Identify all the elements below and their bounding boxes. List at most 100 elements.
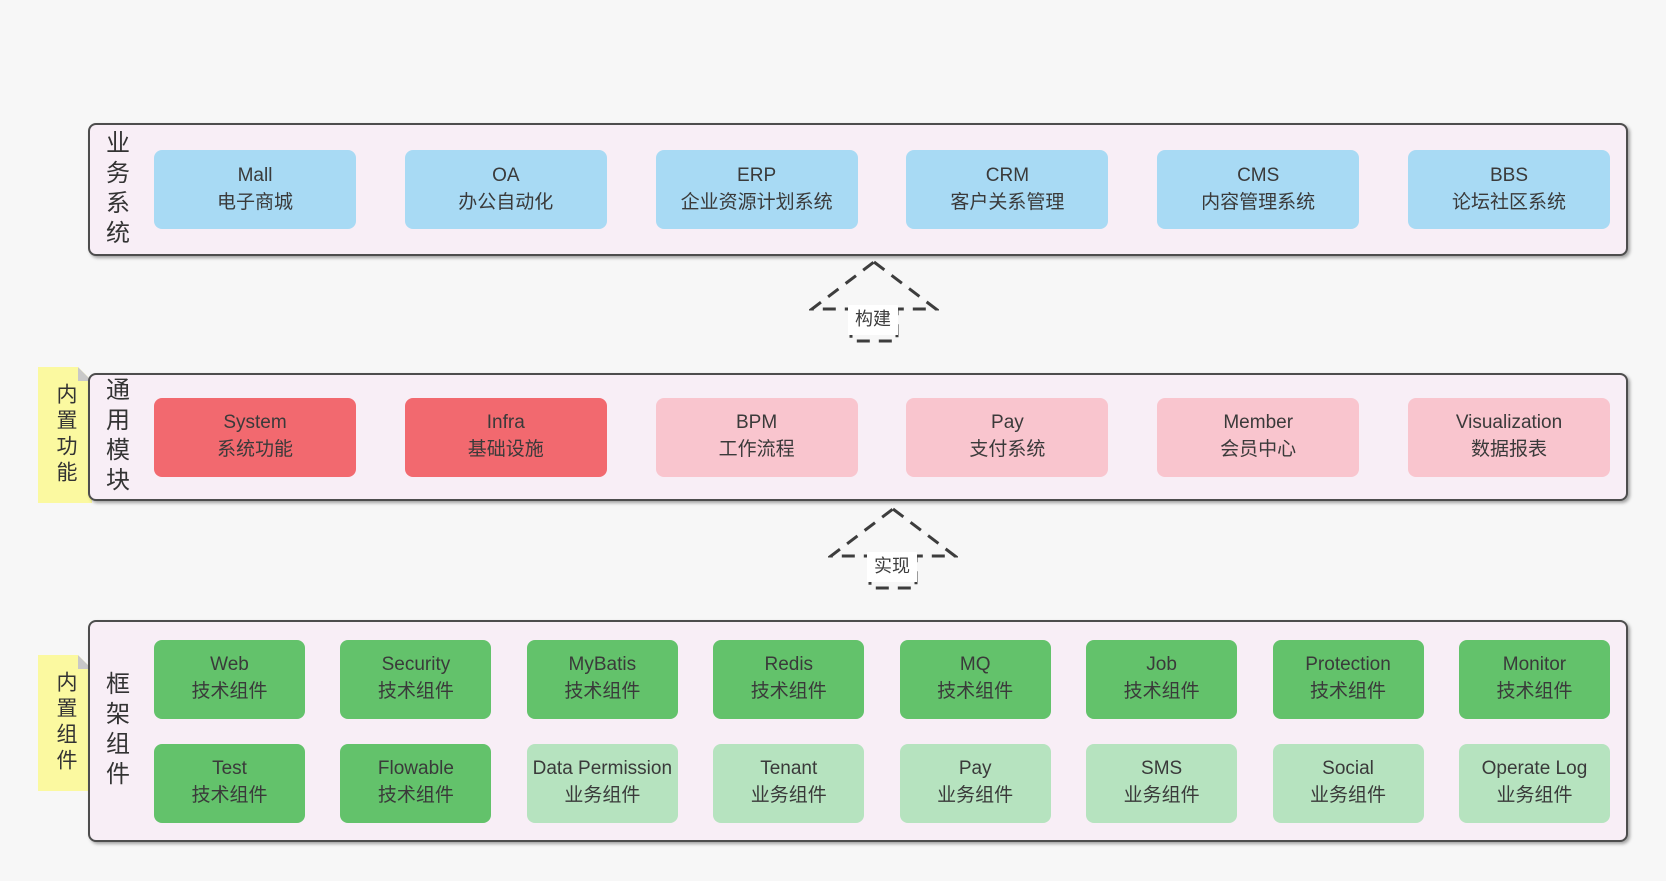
box-subtitle: 技术组件 xyxy=(564,681,641,702)
box-bpm: BPM 工作流程 xyxy=(655,397,858,477)
box-title: Infra xyxy=(486,412,525,434)
box-subtitle: 业务组件 xyxy=(1310,785,1387,806)
box-subtitle: 业务组件 xyxy=(564,785,641,806)
box-operate-log: Operate Log 业务组件 xyxy=(1458,743,1610,823)
box-subtitle: 技术组件 xyxy=(750,681,827,702)
box-title: BPM xyxy=(736,412,778,434)
panel-business-systems: 业务系统 Mall 电子商城 OA 办公自动化 ERP 企业资源计划系统 CRM 客户关系管理… xyxy=(88,123,1628,256)
panel-label-business-systems: 业务系统 xyxy=(101,129,129,250)
box-title: Data Permission xyxy=(532,758,673,780)
box-subtitle: 技术组件 xyxy=(191,681,268,702)
box-title: Job xyxy=(1146,654,1177,676)
box-web: Web 技术组件 xyxy=(154,639,305,719)
box-title: Member xyxy=(1223,412,1294,434)
box-infra: Infra 基础设施 xyxy=(404,397,607,477)
box-member: Member 会员中心 xyxy=(1157,397,1360,477)
box-protection: Protection 技术组件 xyxy=(1272,639,1424,719)
modules-box-row: System 系统功能 Infra 基础设施 BPM 工作流程 Pay 支付系统 Member 会… xyxy=(154,397,1610,477)
box-subtitle: 数据报表 xyxy=(1470,439,1547,460)
box-subtitle: 业务组件 xyxy=(937,785,1014,806)
box-title: Security xyxy=(381,654,451,676)
box-title: Mall xyxy=(237,164,273,186)
box-title: Visualization xyxy=(1455,412,1563,434)
box-title: Redis xyxy=(764,654,814,676)
box-subtitle: 支付系统 xyxy=(969,439,1046,460)
box-subtitle: 基础设施 xyxy=(467,439,544,460)
box-subtitle: 技术组件 xyxy=(1496,681,1573,702)
box-title: Protection xyxy=(1305,654,1391,676)
box-mall: Mall 电子商城 xyxy=(154,150,356,229)
box-cms: CMS 内容管理系统 xyxy=(1157,150,1360,229)
box-title: Flowable xyxy=(377,758,454,780)
arrow-label-build: 构建 xyxy=(848,305,898,335)
box-flowable: Flowable 技术组件 xyxy=(340,743,492,823)
business-boxes-area: Mall 电子商城 OA 办公自动化 ERP 企业资源计划系统 CRM 客户关系管理 CMS 内容… xyxy=(140,125,1626,254)
box-erp: ERP 企业资源计划系统 xyxy=(655,150,858,229)
box-subtitle: 技术组件 xyxy=(937,681,1014,702)
box-pay: Pay 支付系统 xyxy=(906,397,1109,477)
box-subtitle: 会员中心 xyxy=(1220,439,1297,460)
box-subtitle: 工作流程 xyxy=(718,439,795,460)
sticky-note-text: 内置功能 xyxy=(54,383,77,487)
box-monitor: Monitor 技术组件 xyxy=(1458,639,1610,719)
box-data-permission: Data Permission 业务组件 xyxy=(526,743,678,823)
box-subtitle: 业务组件 xyxy=(750,785,827,806)
box-subtitle: 业务组件 xyxy=(1496,785,1573,806)
box-subtitle: 技术组件 xyxy=(1123,681,1200,702)
panel-common-modules: 通用模块 System 系统功能 Infra 基础设施 BPM 工作流程 Pay 支付系统 Me… xyxy=(88,373,1628,501)
box-title: ERP xyxy=(737,164,777,186)
box-title: Social xyxy=(1322,758,1374,780)
box-system: System 系统功能 xyxy=(154,397,356,477)
panel-label-common-modules: 通用模块 xyxy=(101,377,129,497)
box-title: MyBatis xyxy=(568,654,637,676)
box-title: SMS xyxy=(1141,758,1183,780)
box-tenant: Tenant 业务组件 xyxy=(713,743,865,823)
box-bbs: BBS 论坛社区系统 xyxy=(1407,150,1610,229)
box-subtitle: 技术组件 xyxy=(377,785,454,806)
panel-label-framework-components: 框架组件 xyxy=(101,671,129,791)
box-title: Tenant xyxy=(760,758,818,780)
box-title: CRM xyxy=(985,164,1030,186)
box-mybatis: MyBatis 技术组件 xyxy=(526,639,678,719)
box-subtitle: 内容管理系统 xyxy=(1201,191,1316,213)
box-job: Job 技术组件 xyxy=(1086,639,1238,719)
business-box-row: Mall 电子商城 OA 办公自动化 ERP 企业资源计划系统 CRM 客户关系管理 CMS 内容… xyxy=(154,150,1610,229)
box-title: Web xyxy=(210,654,249,676)
box-title: MQ xyxy=(959,654,991,676)
sticky-note-builtin-features: 内置功能 xyxy=(38,367,92,503)
box-title: BBS xyxy=(1489,164,1528,186)
box-subtitle: 技术组件 xyxy=(191,785,268,806)
box-title: Monitor xyxy=(1502,654,1567,676)
box-pay: Pay 业务组件 xyxy=(899,743,1051,823)
box-subtitle: 系统功能 xyxy=(216,439,293,460)
box-title: OA xyxy=(492,164,520,186)
box-crm: CRM 客户关系管理 xyxy=(906,150,1109,229)
box-subtitle: 论坛社区系统 xyxy=(1451,191,1566,213)
box-oa: OA 办公自动化 xyxy=(404,150,607,229)
sticky-note-builtin-components: 内置组件 xyxy=(38,655,92,791)
box-subtitle: 技术组件 xyxy=(1310,681,1387,702)
box-title: Pay xyxy=(991,412,1024,434)
box-subtitle: 客户关系管理 xyxy=(950,191,1065,213)
modules-boxes-area: System 系统功能 Infra 基础设施 BPM 工作流程 Pay 支付系统 Member 会… xyxy=(140,375,1626,499)
box-subtitle: 技术组件 xyxy=(377,681,454,702)
box-title: Operate Log xyxy=(1481,758,1588,780)
box-title: Pay xyxy=(958,758,992,780)
box-title: System xyxy=(223,412,287,434)
sticky-note-text: 内置组件 xyxy=(54,671,77,775)
arrow-label-implement: 实现 xyxy=(867,552,917,582)
box-title: CMS xyxy=(1237,164,1280,186)
box-social: Social 业务组件 xyxy=(1272,743,1424,823)
box-subtitle: 办公自动化 xyxy=(458,191,554,213)
box-visualization: Visualization 数据报表 xyxy=(1407,397,1610,477)
box-subtitle: 企业资源计划系统 xyxy=(680,191,833,213)
box-subtitle: 业务组件 xyxy=(1123,785,1200,806)
box-redis: Redis 技术组件 xyxy=(713,639,865,719)
box-sms: SMS 业务组件 xyxy=(1086,743,1238,823)
box-security: Security 技术组件 xyxy=(340,639,492,719)
box-subtitle: 电子商城 xyxy=(216,191,293,213)
